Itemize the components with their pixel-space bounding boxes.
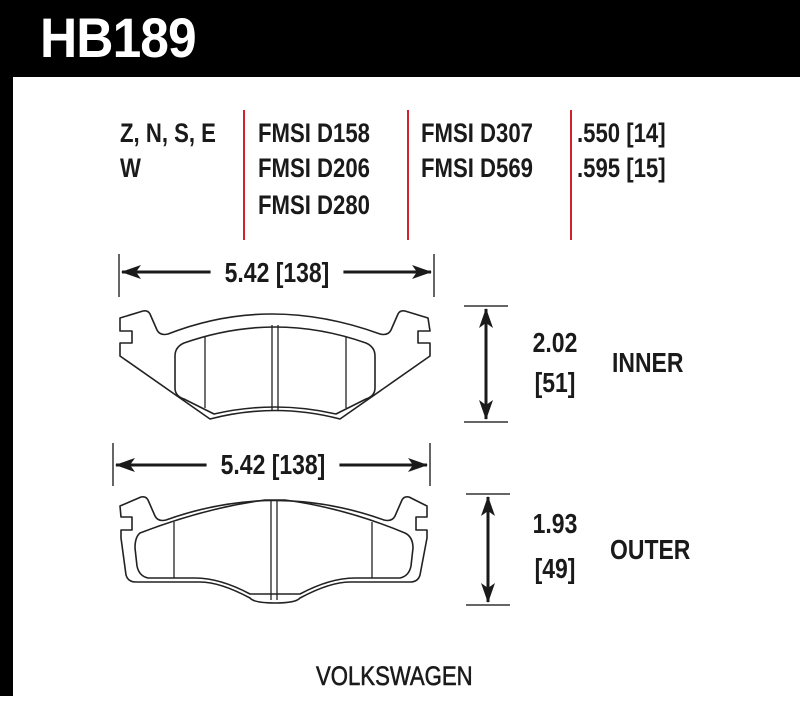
inner-height-inches: 2.02 (532, 327, 578, 358)
fmsi-code: FMSI D569 (421, 153, 533, 183)
inner-pad-shape (119, 310, 431, 420)
inner-width-label: 5.42 [138] (210, 257, 344, 289)
fmsi-code: FMSI D280 (258, 190, 370, 220)
compound-codes-line1: Z, N, S, E (120, 118, 216, 148)
column-divider-1 (243, 110, 245, 240)
outer-height-mm: [49] (534, 553, 576, 584)
column-divider-2 (407, 110, 409, 240)
fmsi-code: FMSI D158 (258, 118, 370, 148)
header-bar (0, 0, 800, 77)
fmsi-code: FMSI D307 (421, 118, 533, 148)
outer-height-dimension (466, 493, 510, 606)
inner-height-dimension (464, 305, 508, 423)
inner-pad-label: INNER (612, 347, 684, 378)
part-number-title: HB189 (40, 6, 197, 69)
left-border-bar (0, 0, 13, 696)
outer-height-inches: 1.93 (532, 508, 578, 539)
outer-width-label: 5.42 [138] (206, 449, 340, 481)
vehicle-make: VOLKSWAGEN (316, 661, 473, 692)
fmsi-code: FMSI D206 (258, 153, 370, 183)
outer-pad-label: OUTER (610, 534, 691, 565)
thickness-value: .550 [14] (577, 118, 666, 148)
outer-pad-shape (119, 496, 428, 604)
compound-codes-line2: W (120, 153, 141, 183)
inner-height-mm: [51] (534, 367, 576, 398)
column-divider-3 (570, 110, 572, 240)
thickness-value: .595 [15] (577, 153, 666, 183)
